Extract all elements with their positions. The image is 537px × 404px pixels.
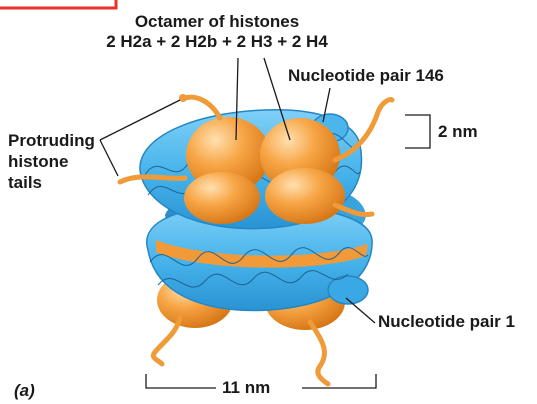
tails-label-line2: histone bbox=[8, 151, 95, 172]
tails-label-line3: tails bbox=[8, 172, 95, 193]
two-nm-label: 2 nm bbox=[438, 122, 478, 142]
panel-label: (a) bbox=[14, 381, 35, 401]
eleven-nm-label: 11 nm bbox=[222, 378, 270, 398]
nucleotide-146-label: Nucleotide pair 146 bbox=[288, 66, 444, 86]
eleven-nm-line-right bbox=[302, 374, 376, 388]
two-nm-bracket bbox=[405, 115, 430, 148]
tail-left-top bbox=[185, 97, 220, 118]
tails-label-line1: Protruding bbox=[8, 130, 95, 151]
octamer-label-line2: 2 H2a + 2 H2b + 2 H3 + 2 H4 bbox=[92, 32, 342, 52]
nucleotide-1-label: Nucleotide pair 1 bbox=[378, 312, 515, 332]
tails-label: Protruding histone tails bbox=[8, 130, 95, 193]
eleven-nm-line-left bbox=[146, 374, 216, 388]
octamer-label-line1: Octamer of histones bbox=[92, 12, 342, 32]
corner-border bbox=[0, 0, 116, 8]
octamer-label: Octamer of histones 2 H2a + 2 H2b + 2 H3… bbox=[92, 12, 342, 52]
